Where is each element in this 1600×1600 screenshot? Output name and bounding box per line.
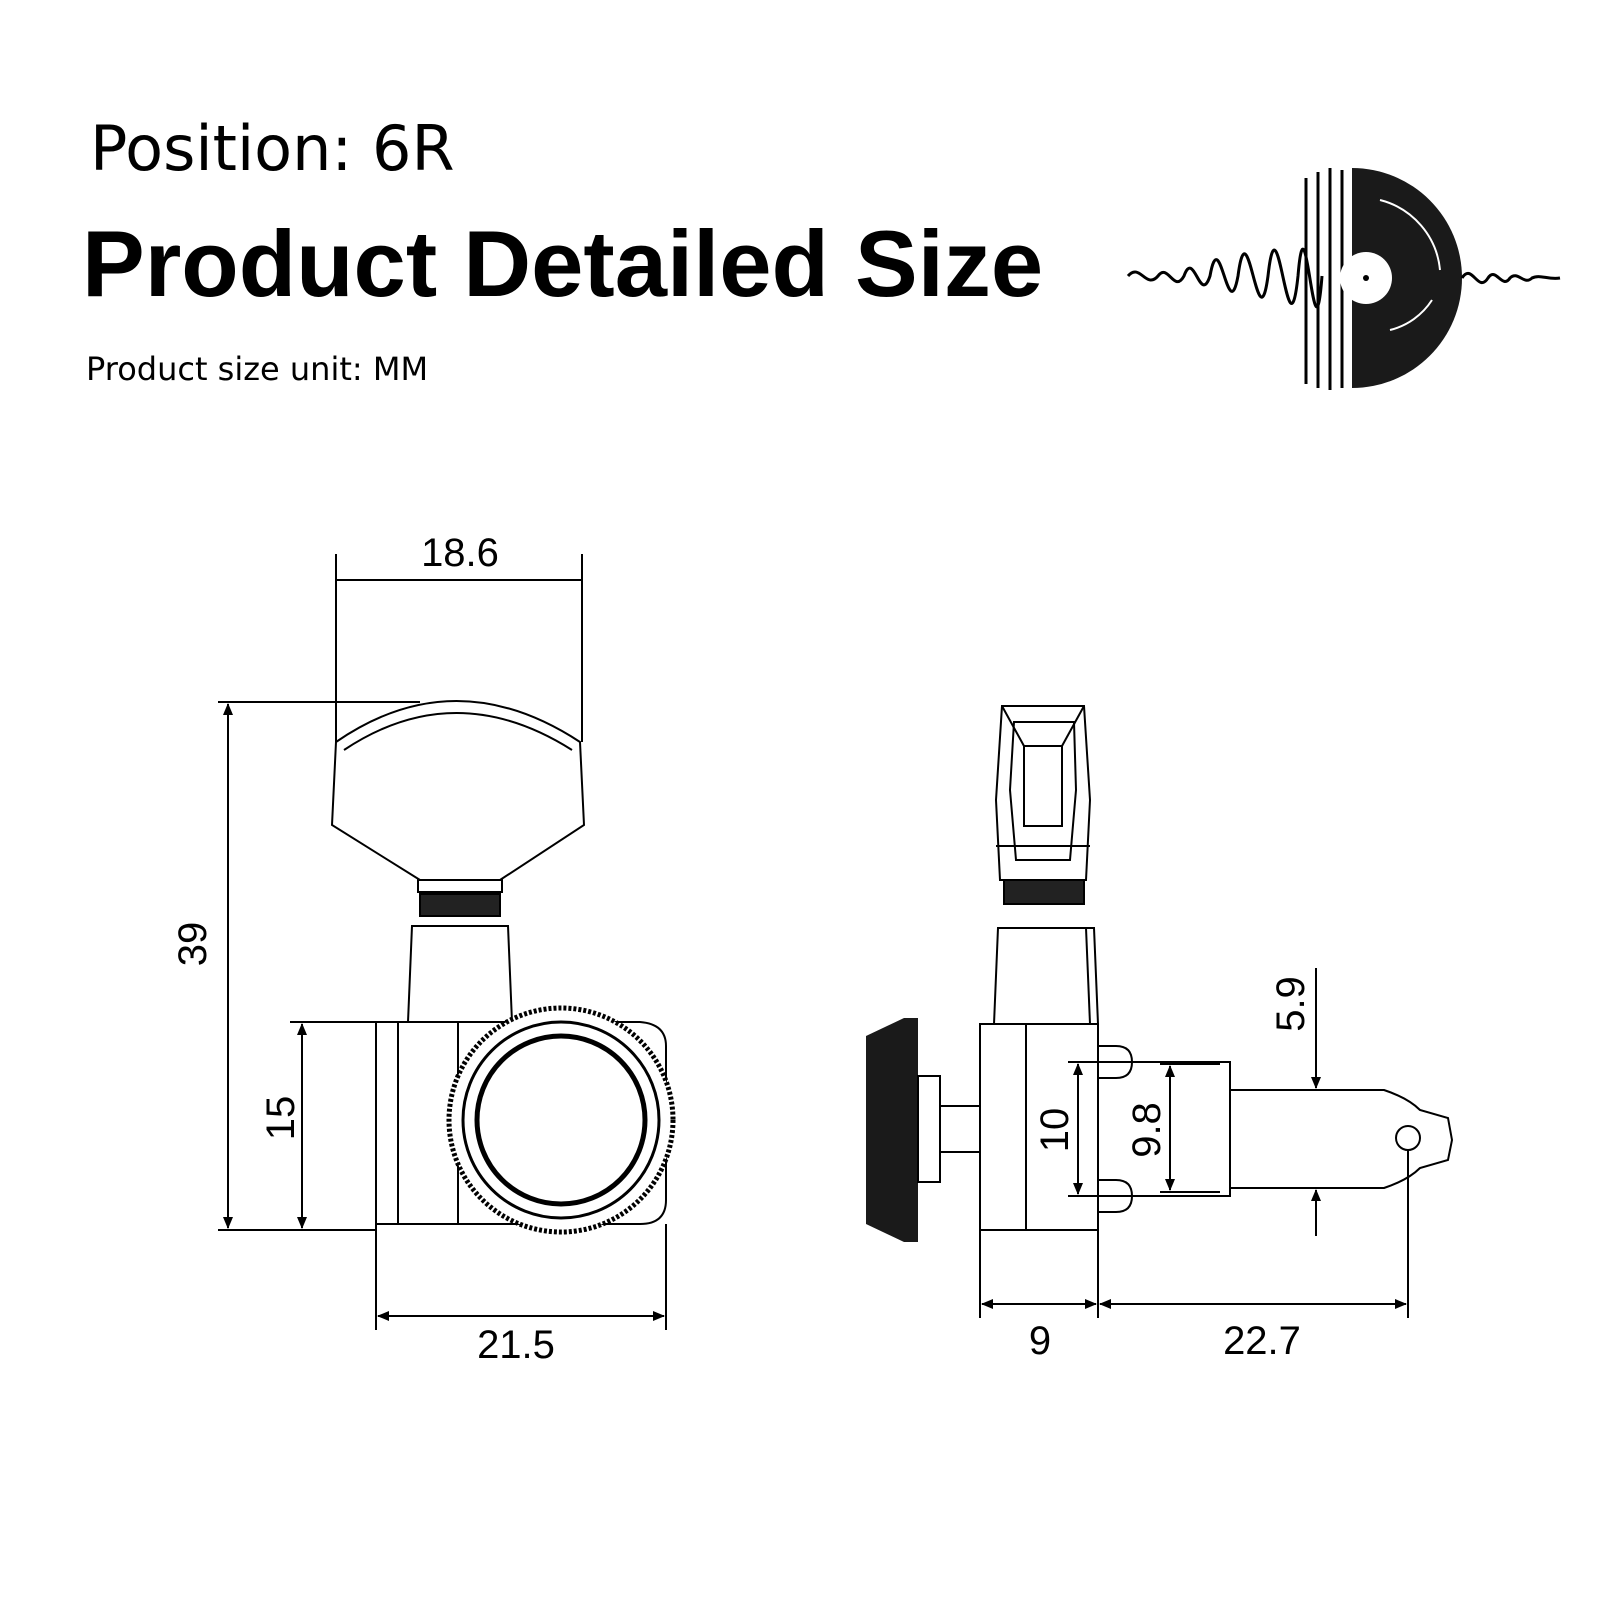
sound-wave-vinyl-record-icon [1126,168,1561,390]
side-thumb-knob [866,1018,918,1242]
shaft [406,925,514,1023]
unit-label: Product size unit: MM [86,350,429,388]
position-label: Position: 6R [90,112,455,185]
front-view-drawing [218,554,676,1330]
tuner-button [330,700,586,881]
dim-post-length: 22.7 [1223,1319,1301,1363]
side-post [1229,1089,1454,1189]
page-title: Product Detailed Size [82,211,1044,316]
dim-width-body: 21.5 [477,1323,555,1367]
vinyl-record-hole [1363,275,1369,281]
dim-post-diameter-mid: 9.8 [1125,1102,1169,1158]
sound-wave-tail [1460,271,1561,285]
side-view-drawing [866,705,1454,1318]
vinyl-groove [1389,299,1433,331]
knurled-collar [419,893,501,917]
dim-height-body: 15 [259,1096,303,1141]
vinyl-record-half [1352,168,1462,388]
dim-body-depth: 9 [1029,1319,1051,1363]
housing-body [375,1021,667,1225]
side-collar [1003,879,1085,905]
dim-height-total: 39 [171,922,215,967]
string-hole [1395,1125,1421,1151]
dim-post-diameter-tip: 5.9 [1269,976,1313,1032]
gear-cover-inner [474,1033,648,1207]
sound-wave-line [1126,247,1324,309]
dim-width-top: 18.6 [421,531,499,575]
vinyl-groove [1379,199,1441,271]
dim-post-diameter-base: 10 [1033,1108,1077,1153]
